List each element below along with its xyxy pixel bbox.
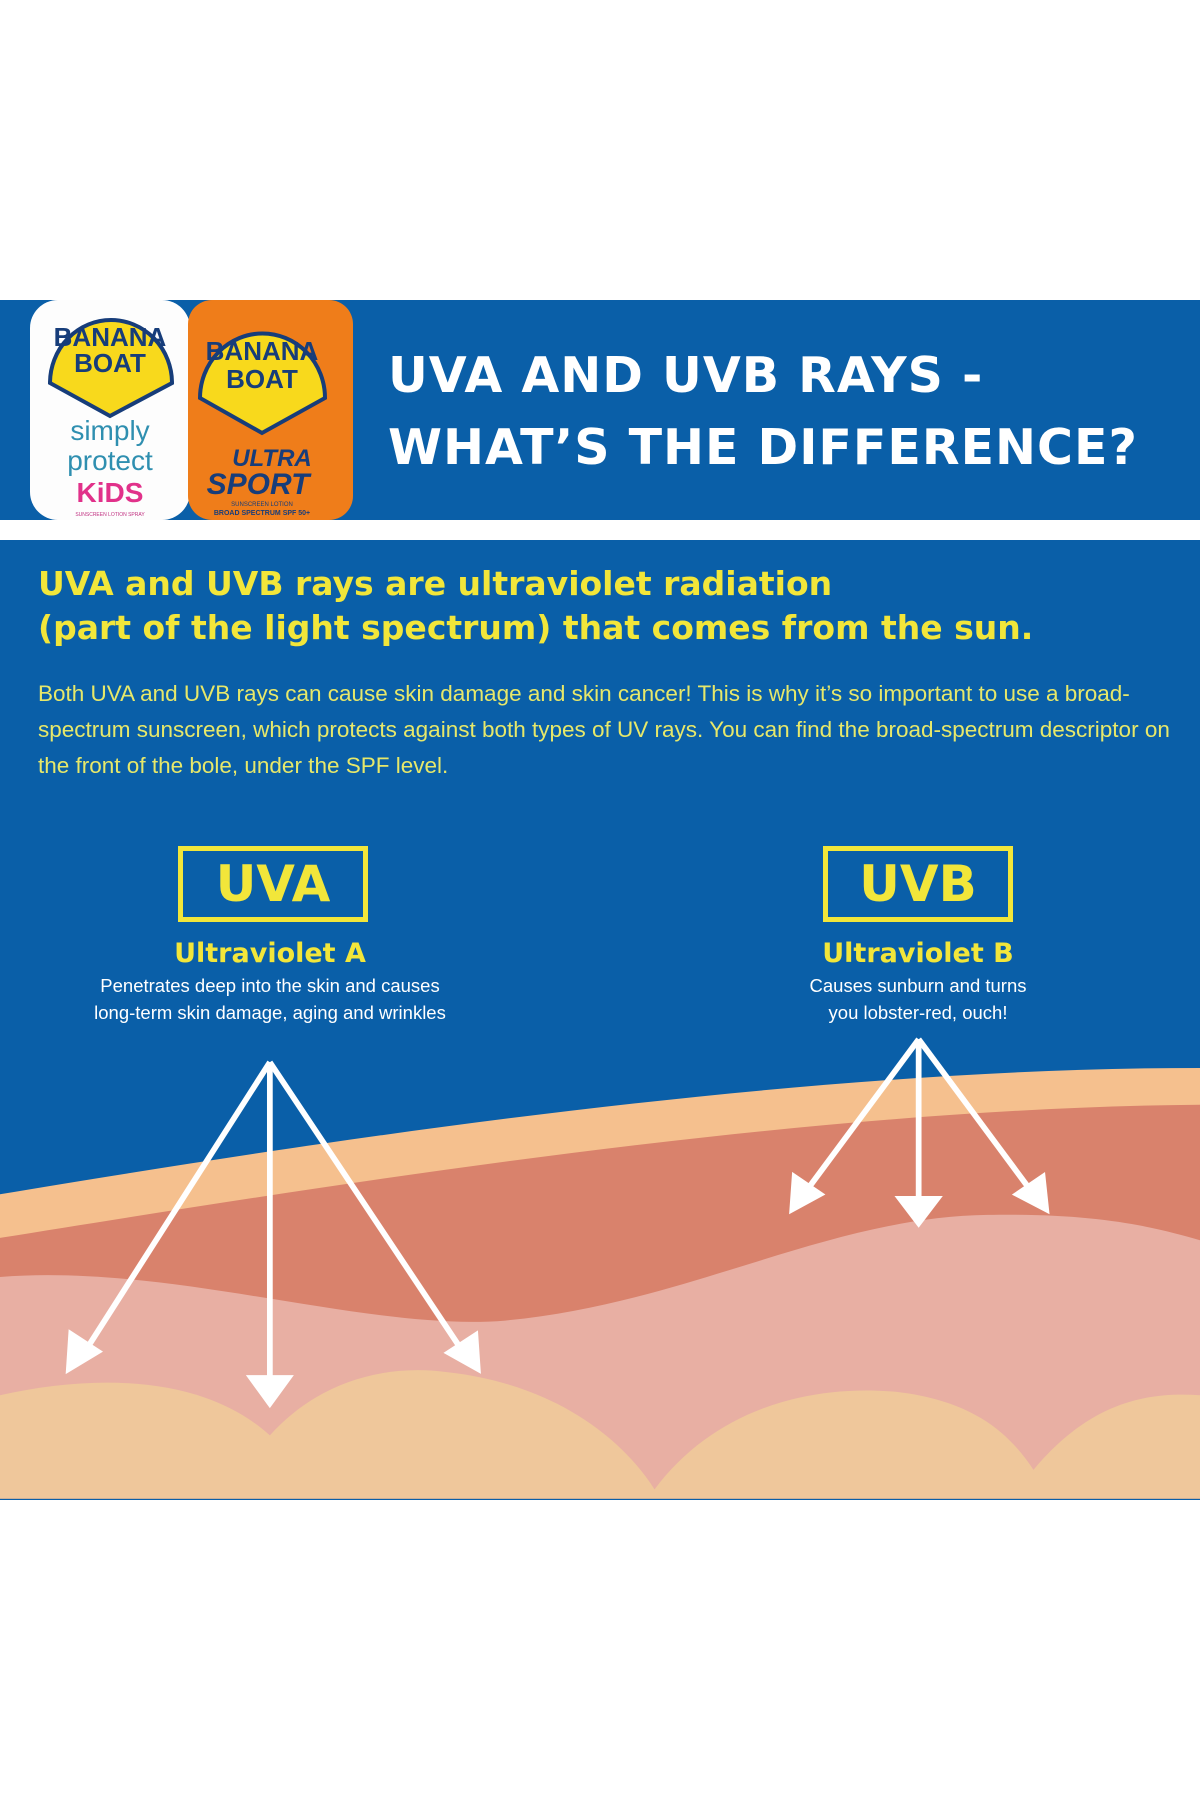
arrow-head-icon: [443, 1330, 481, 1374]
description-line: you lobster-red, ouch!: [828, 1002, 1008, 1023]
lead-line: (part of the light spectrum) that comes …: [38, 608, 1034, 647]
title-line: WHAT’S THE DIFFERENCE?: [388, 419, 1138, 476]
arrow-head-icon: [245, 1375, 294, 1409]
uva-arrows: [65, 1060, 481, 1409]
skin-layer-fat: [0, 1370, 1200, 1499]
body-text: Both UVA and UVB rays can cause skin dam…: [38, 681, 1170, 778]
uvb-title: Ultraviolet B: [822, 938, 1014, 969]
uvb-badge: UVB: [823, 846, 1013, 922]
brand-text: BOAT: [74, 348, 146, 378]
product-subtext: SUNSCREEN LOTION SPRAY: [75, 512, 145, 518]
arrow-head-icon: [1011, 1171, 1050, 1215]
product-name: simply: [70, 415, 149, 446]
product-subtext: SUNSCREEN LOTION: [231, 502, 293, 508]
product-name: KiDS: [77, 477, 144, 508]
uva-badge: UVA: [178, 846, 368, 922]
uvb-description: Causes sunburn and turns you lobster-red…: [708, 972, 1128, 1026]
divider: [0, 520, 1200, 540]
uva-description: Penetrates deep into the skin and causes…: [60, 972, 480, 1026]
banana-boat-logo: [197, 331, 328, 436]
product-name: SPORT: [207, 468, 312, 501]
brand-text: BANANA: [206, 336, 319, 366]
description-line: Penetrates deep into the skin and causes: [100, 975, 440, 996]
product-name: protect: [67, 445, 153, 476]
arrow-head-icon: [894, 1195, 943, 1228]
product-name: ULTRA: [232, 445, 312, 472]
arrow-head-icon: [65, 1329, 104, 1375]
product-subtext: BROAD SPECTRUM SPF 50+: [214, 510, 310, 517]
product-image: BANANA BOAT simply protect KiDS SUNSCREE…: [30, 300, 353, 520]
uvb-arrows: [789, 1037, 1050, 1228]
brand-text: BANANA: [54, 322, 167, 352]
uva-title: Ultraviolet A: [174, 938, 366, 969]
title-line: UVA AND UVB RAYS -: [388, 347, 984, 404]
banana-boat-logo: [47, 317, 175, 419]
description-line: Causes sunburn and turns: [809, 975, 1027, 996]
lead-line: UVA and UVB rays are ultraviolet radiati…: [38, 564, 833, 603]
brand-text: BOAT: [226, 364, 298, 394]
arrow-head-icon: [789, 1171, 826, 1215]
lead-heading: UVA and UVB rays are ultraviolet radiati…: [38, 562, 1033, 650]
page-title: UVA AND UVB RAYS - WHAT’S THE DIFFERENCE…: [388, 340, 1138, 484]
description-line: long-term skin damage, aging and wrinkle…: [94, 1002, 446, 1023]
